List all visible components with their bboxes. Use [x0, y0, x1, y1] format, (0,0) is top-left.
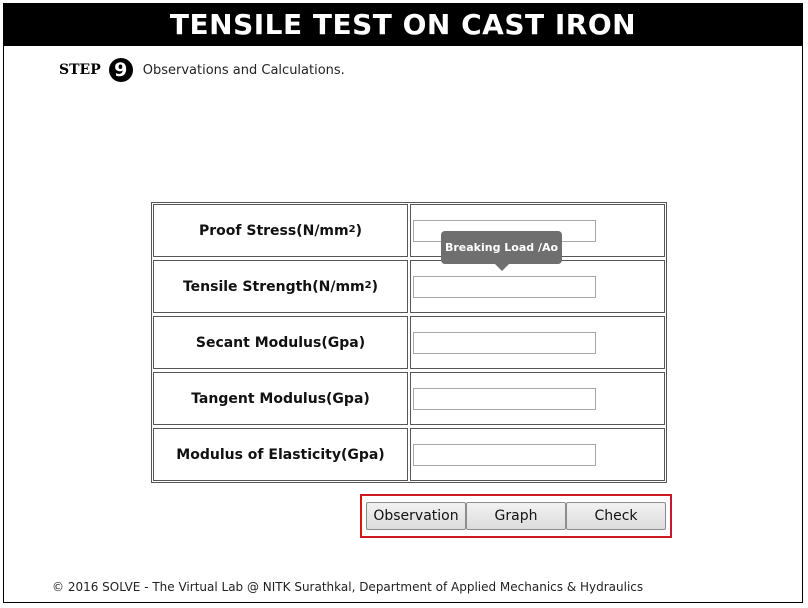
table-row: Secant Modulus(Gpa): [153, 316, 665, 369]
hint-tooltip: Breaking Load /Ao: [441, 231, 562, 271]
row-input-cell: [410, 372, 665, 425]
row-input-cell: [410, 260, 665, 313]
row-label-modulus-of-elasticity: Modulus of Elasticity(Gpa): [153, 428, 408, 481]
step-description: Observations and Calculations.: [142, 62, 345, 78]
step-number-badge: 9: [108, 58, 133, 82]
secant-modulus-input[interactable]: [413, 332, 596, 354]
row-label-secant-modulus: Secant Modulus(Gpa): [153, 316, 408, 369]
table-row: Tangent Modulus(Gpa): [153, 372, 665, 425]
page-title: TENSILE TEST ON CAST IRON: [4, 4, 802, 46]
observation-button[interactable]: Observation: [366, 502, 466, 530]
check-button[interactable]: Check: [566, 502, 666, 530]
step-header: STEP 9 Observations and Calculations.: [59, 56, 345, 84]
footer-copyright: © 2016 SOLVE - The Virtual Lab @ NITK Su…: [52, 580, 644, 594]
row-label-tangent-modulus: Tangent Modulus(Gpa): [153, 372, 408, 425]
row-input-cell: [410, 428, 665, 481]
row-input-cell: [410, 316, 665, 369]
action-button-group: Observation Graph Check: [360, 494, 672, 538]
tangent-modulus-input[interactable]: [413, 388, 596, 410]
graph-button[interactable]: Graph: [466, 502, 566, 530]
table-row: Modulus of Elasticity(Gpa): [153, 428, 665, 481]
modulus-of-elasticity-input[interactable]: [413, 444, 596, 466]
tensile-strength-input[interactable]: [413, 276, 596, 298]
step-label: STEP: [59, 62, 101, 78]
